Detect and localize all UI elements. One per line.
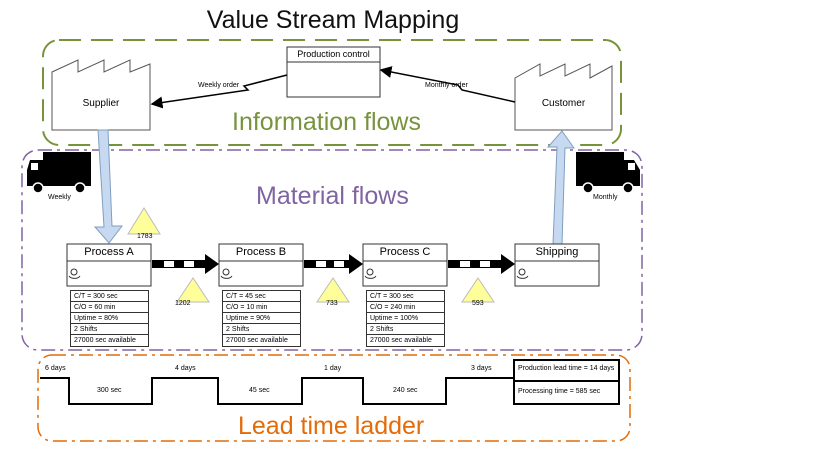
weekly-order-label: Weekly order	[198, 82, 240, 89]
production-lead-time-label: Production lead time = 14 days	[518, 365, 615, 372]
data-cell: Uptime = 100%	[367, 313, 444, 324]
ladder-time-label: 45 sec	[249, 387, 270, 394]
customer-truck-icon	[576, 152, 640, 194]
process-c-data-box: C/T = 300 sec C/O = 240 min Uptime = 100…	[366, 290, 445, 347]
monthly-label: Monthly	[593, 194, 618, 201]
inventory-triangle-593	[461, 277, 495, 303]
customer-factory-icon	[514, 63, 613, 131]
process-a-data-box: C/T = 300 sec C/O = 60 min Uptime = 80% …	[70, 290, 149, 347]
process-b-title: Process B	[235, 246, 287, 258]
production-control-label: Production control	[297, 49, 370, 59]
page-title: Value Stream Mapping	[206, 6, 460, 34]
data-cell: 27000 sec available	[74, 337, 136, 344]
lead-time-ladder-label: Lead time ladder	[238, 412, 425, 440]
shipping-box	[514, 243, 600, 287]
data-cell: C/T = 300 sec	[71, 291, 148, 302]
customer-label: Customer	[541, 98, 586, 109]
process-a-box	[66, 243, 152, 287]
operator-icon	[68, 268, 529, 279]
weekly-order-arrow	[150, 74, 288, 109]
information-zone-border	[42, 39, 622, 146]
supplier-shipment-arrow	[93, 129, 124, 244]
weekly-label: Weekly	[48, 194, 71, 201]
inventory-label: 1783	[137, 233, 153, 240]
data-cell: 2 Shifts	[223, 324, 300, 335]
data-cell: 2 Shifts	[367, 324, 444, 335]
material-flows-label: Material flows	[256, 182, 409, 210]
monthly-order-label: Monthly order	[425, 82, 468, 89]
data-cell: C/O = 60 min	[71, 302, 148, 313]
data-cell: 27000 sec available	[370, 337, 432, 344]
lead-time-zone-border	[37, 354, 631, 442]
inventory-label: 733	[326, 300, 338, 307]
data-cell: C/O = 240 min	[367, 302, 444, 313]
supplier-truck-icon	[27, 152, 91, 194]
material-zone-border	[21, 149, 643, 351]
push-arrow-c-shipping	[448, 254, 515, 274]
shipping-title: Shipping	[535, 246, 579, 258]
information-flows-label: Information flows	[232, 108, 421, 136]
process-c-box	[362, 243, 448, 287]
monthly-order-arrow	[379, 66, 516, 103]
ladder-days-label: 3 days	[471, 365, 492, 372]
inventory-label: 593	[472, 300, 484, 307]
supplier-label: Supplier	[82, 98, 120, 109]
data-cell: Uptime = 90%	[223, 313, 300, 324]
production-control-box	[286, 46, 381, 98]
process-b-box	[218, 243, 304, 287]
processing-time-label: Processing time = 585 sec	[518, 388, 601, 395]
lead-time-ladder-line	[40, 377, 515, 405]
inventory-triangle-1202	[176, 277, 210, 303]
data-cell: C/T = 45 sec	[223, 291, 300, 302]
customer-shipment-arrow	[546, 130, 575, 245]
process-c-title: Process C	[379, 246, 431, 258]
inventory-triangle-733	[316, 277, 350, 303]
process-a-title: Process A	[84, 246, 134, 258]
data-cell: C/T = 300 sec	[367, 291, 444, 302]
ladder-days-label: 4 days	[175, 365, 196, 372]
ladder-time-label: 300 sec	[97, 387, 122, 394]
data-cell: 2 Shifts	[71, 324, 148, 335]
ladder-time-label: 240 sec	[393, 387, 418, 394]
supplier-factory-icon	[51, 59, 151, 131]
data-cell: Uptime = 80%	[71, 313, 148, 324]
push-arrow-bc	[304, 254, 363, 274]
ladder-days-label: 6 days	[45, 365, 66, 372]
inventory-triangle-1783	[127, 207, 161, 235]
data-cell: C/O = 10 min	[223, 302, 300, 313]
push-arrow-ab	[152, 254, 219, 274]
inventory-label: 1202	[175, 300, 191, 307]
ladder-days-label: 1 day	[324, 365, 342, 372]
process-b-data-box: C/T = 45 sec C/O = 10 min Uptime = 90% 2…	[222, 290, 301, 347]
data-cell: 27000 sec available	[226, 337, 288, 344]
